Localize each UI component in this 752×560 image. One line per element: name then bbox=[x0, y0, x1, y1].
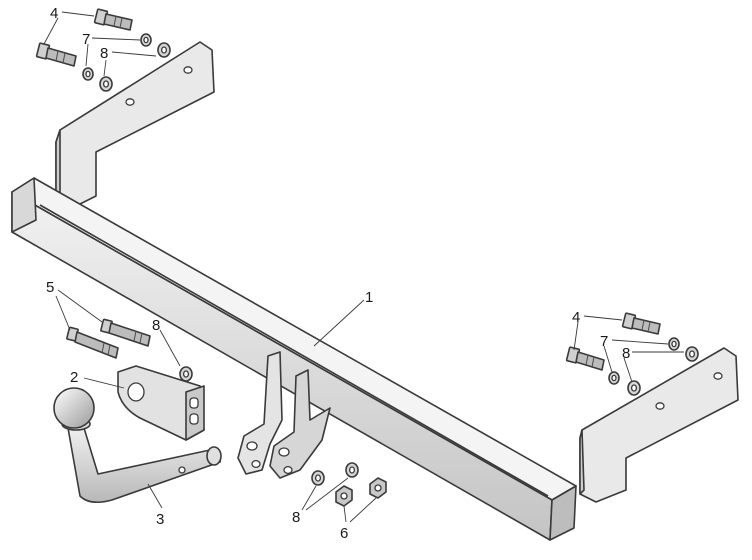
bolt-small-a bbox=[100, 318, 151, 347]
callout-towball: 3 bbox=[156, 511, 164, 528]
ball-mount-plate bbox=[117, 365, 205, 441]
bolt-small-b bbox=[66, 326, 119, 359]
callout-bolt-left: 4 bbox=[50, 5, 58, 22]
towball-pin-hole bbox=[178, 466, 186, 474]
nuts bbox=[335, 477, 387, 507]
bracket-hole bbox=[655, 402, 665, 410]
right-mounting-bracket bbox=[579, 347, 739, 503]
plate-hole bbox=[127, 382, 145, 402]
callout-washer-right: 8 bbox=[622, 345, 630, 362]
washer-mid bbox=[179, 366, 193, 382]
washers-bottom bbox=[311, 462, 359, 486]
bracket-hole bbox=[125, 98, 135, 106]
callout-labels: 1 2 3 4 4 5 6 7 7 8 8 8 8 bbox=[46, 5, 630, 542]
bracket-hole bbox=[278, 447, 290, 457]
bracket-hole bbox=[251, 459, 261, 469]
washers-top-left bbox=[82, 33, 171, 92]
bracket-hole bbox=[183, 66, 193, 74]
callout-nut: 6 bbox=[340, 525, 348, 542]
callout-bar: 1 bbox=[365, 289, 373, 306]
leader-lines bbox=[43, 11, 684, 523]
callout-bolt-small: 5 bbox=[46, 279, 54, 296]
ball-head bbox=[53, 387, 95, 429]
washers-right bbox=[608, 337, 699, 396]
plate-slot bbox=[189, 397, 199, 409]
crossbar bbox=[11, 177, 577, 541]
towball bbox=[53, 387, 222, 504]
callout-plate: 2 bbox=[70, 369, 78, 386]
bolt-right-a bbox=[621, 312, 661, 335]
bracket-hole bbox=[713, 372, 723, 380]
plate-slot bbox=[189, 413, 199, 425]
bolt-right-b bbox=[565, 346, 605, 371]
callout-lock-washer-left: 7 bbox=[82, 31, 90, 48]
callout-bolt-right: 4 bbox=[572, 309, 580, 326]
bolt-top-left-a bbox=[93, 8, 133, 31]
callout-washer-left: 8 bbox=[100, 45, 108, 62]
callout-washer-mid: 8 bbox=[152, 317, 160, 334]
bracket-hole bbox=[283, 465, 293, 475]
bracket-hole bbox=[246, 441, 258, 451]
callout-lock-washer-right: 7 bbox=[600, 333, 608, 350]
centre-tow-brackets bbox=[237, 351, 331, 479]
bolt-top-left-b bbox=[35, 42, 77, 67]
left-mounting-bracket bbox=[55, 41, 215, 209]
callout-washer-bottom: 8 bbox=[292, 509, 300, 526]
